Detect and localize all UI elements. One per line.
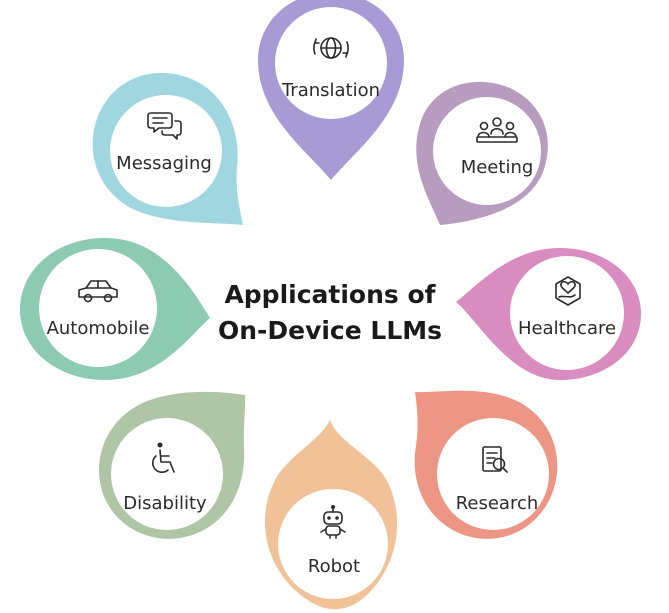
node-circle-automobile	[39, 249, 157, 367]
node-translation: Translation	[258, 0, 404, 180]
node-label-automobile: Automobile	[47, 318, 150, 339]
diagram-title-line-1: Applications of	[224, 280, 436, 309]
node-messaging: Messaging	[92, 72, 244, 225]
diagram-title-line-2: On-Device LLMs	[218, 316, 442, 345]
node-disability: Disability	[99, 391, 246, 539]
node-label-robot: Robot	[308, 556, 360, 577]
node-circle-messaging	[110, 95, 222, 207]
node-meeting: Meeting	[416, 81, 548, 225]
node-robot: Robot	[264, 420, 398, 610]
node-label-disability: Disability	[123, 493, 207, 514]
car-icon	[78, 280, 118, 303]
robot-icon	[320, 505, 346, 539]
node-label-research: Research	[456, 493, 539, 514]
node-label-meeting: Meeting	[461, 157, 534, 178]
globe-translate-icon	[313, 37, 349, 59]
chat-bubbles-icon	[147, 112, 182, 140]
meeting-group-icon	[476, 117, 518, 143]
node-research: Research	[414, 390, 558, 539]
node-label-translation: Translation	[281, 80, 380, 101]
document-search-icon	[482, 446, 508, 473]
node-circle-translation	[275, 7, 387, 119]
node-automobile: Automobile	[20, 238, 210, 380]
node-label-healthcare: Healthcare	[518, 318, 616, 339]
node-circle-robot	[278, 489, 388, 599]
node-healthcare: Healthcare	[456, 248, 641, 380]
node-circle-disability	[111, 418, 223, 530]
node-label-messaging: Messaging	[116, 153, 212, 174]
node-circle-meeting	[433, 97, 541, 205]
node-circle-healthcare	[510, 256, 624, 370]
wheelchair-icon	[152, 442, 175, 473]
node-circle-research	[437, 418, 549, 530]
heart-hand-icon	[555, 276, 581, 306]
